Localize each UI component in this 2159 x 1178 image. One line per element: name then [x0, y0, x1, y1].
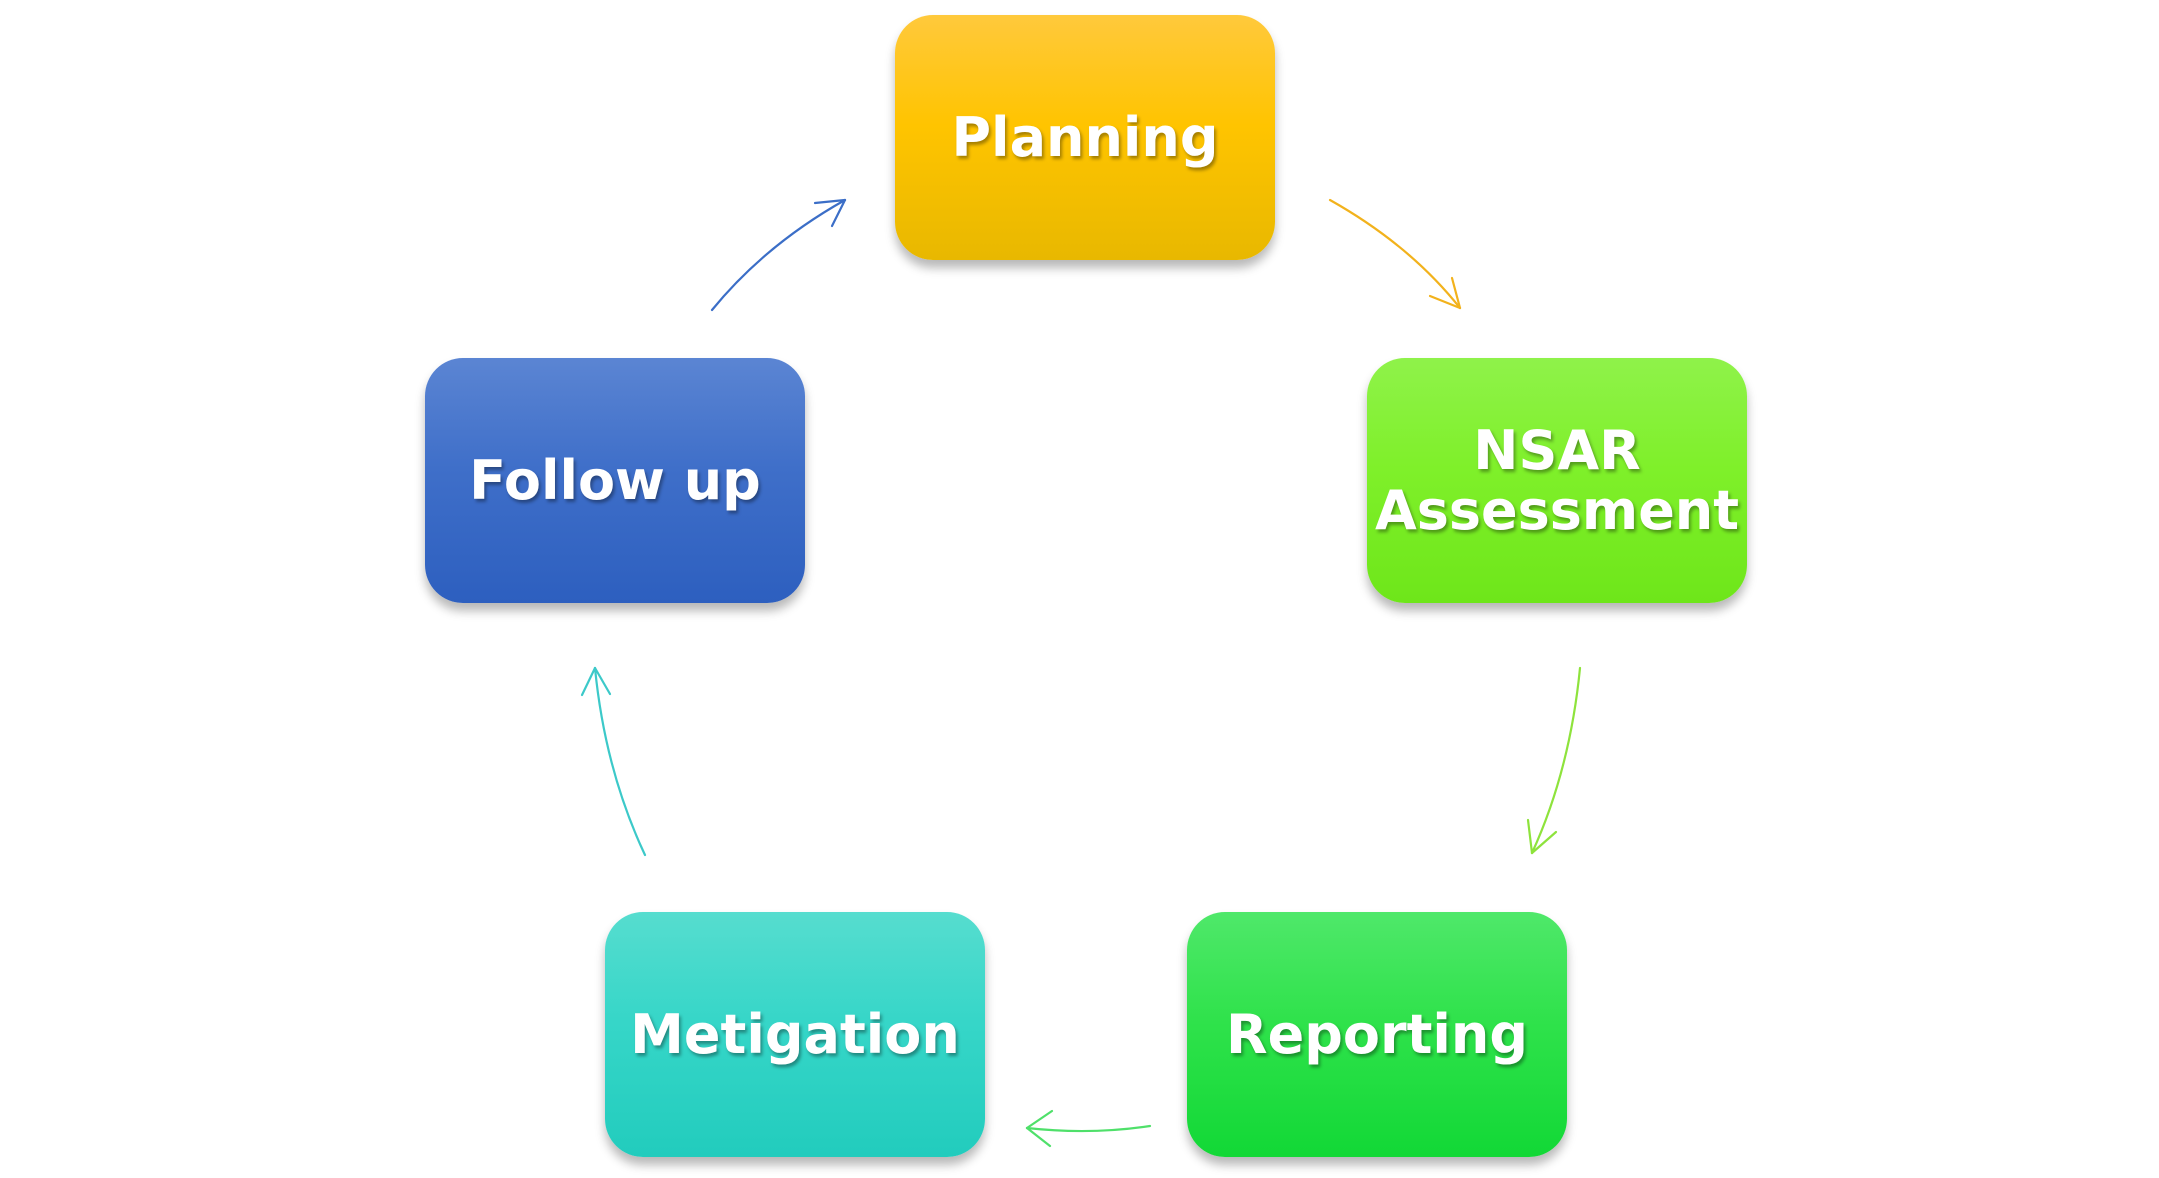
arrow-nsar-to-reporting: [1526, 666, 1582, 855]
node-nsar-assessment-label: NSAR Assessment: [1374, 418, 1740, 542]
arrow-followup-to-planning: [710, 198, 847, 312]
node-metigation-label: Metigation: [630, 1002, 960, 1066]
arrow-planning-to-nsar: [1328, 198, 1462, 310]
arrow-reporting-to-metigation: [1025, 1109, 1152, 1148]
node-nsar-assessment: NSAR Assessment: [1367, 358, 1747, 603]
node-planning: Planning: [895, 15, 1275, 260]
node-reporting-label: Reporting: [1225, 1002, 1528, 1066]
node-follow-up: Follow up: [425, 358, 805, 603]
node-planning-label: Planning: [951, 105, 1219, 169]
node-reporting: Reporting: [1187, 912, 1567, 1157]
node-metigation: Metigation: [605, 912, 985, 1157]
arrow-metigation-to-followup: [580, 666, 647, 857]
node-follow-up-label: Follow up: [469, 448, 761, 512]
